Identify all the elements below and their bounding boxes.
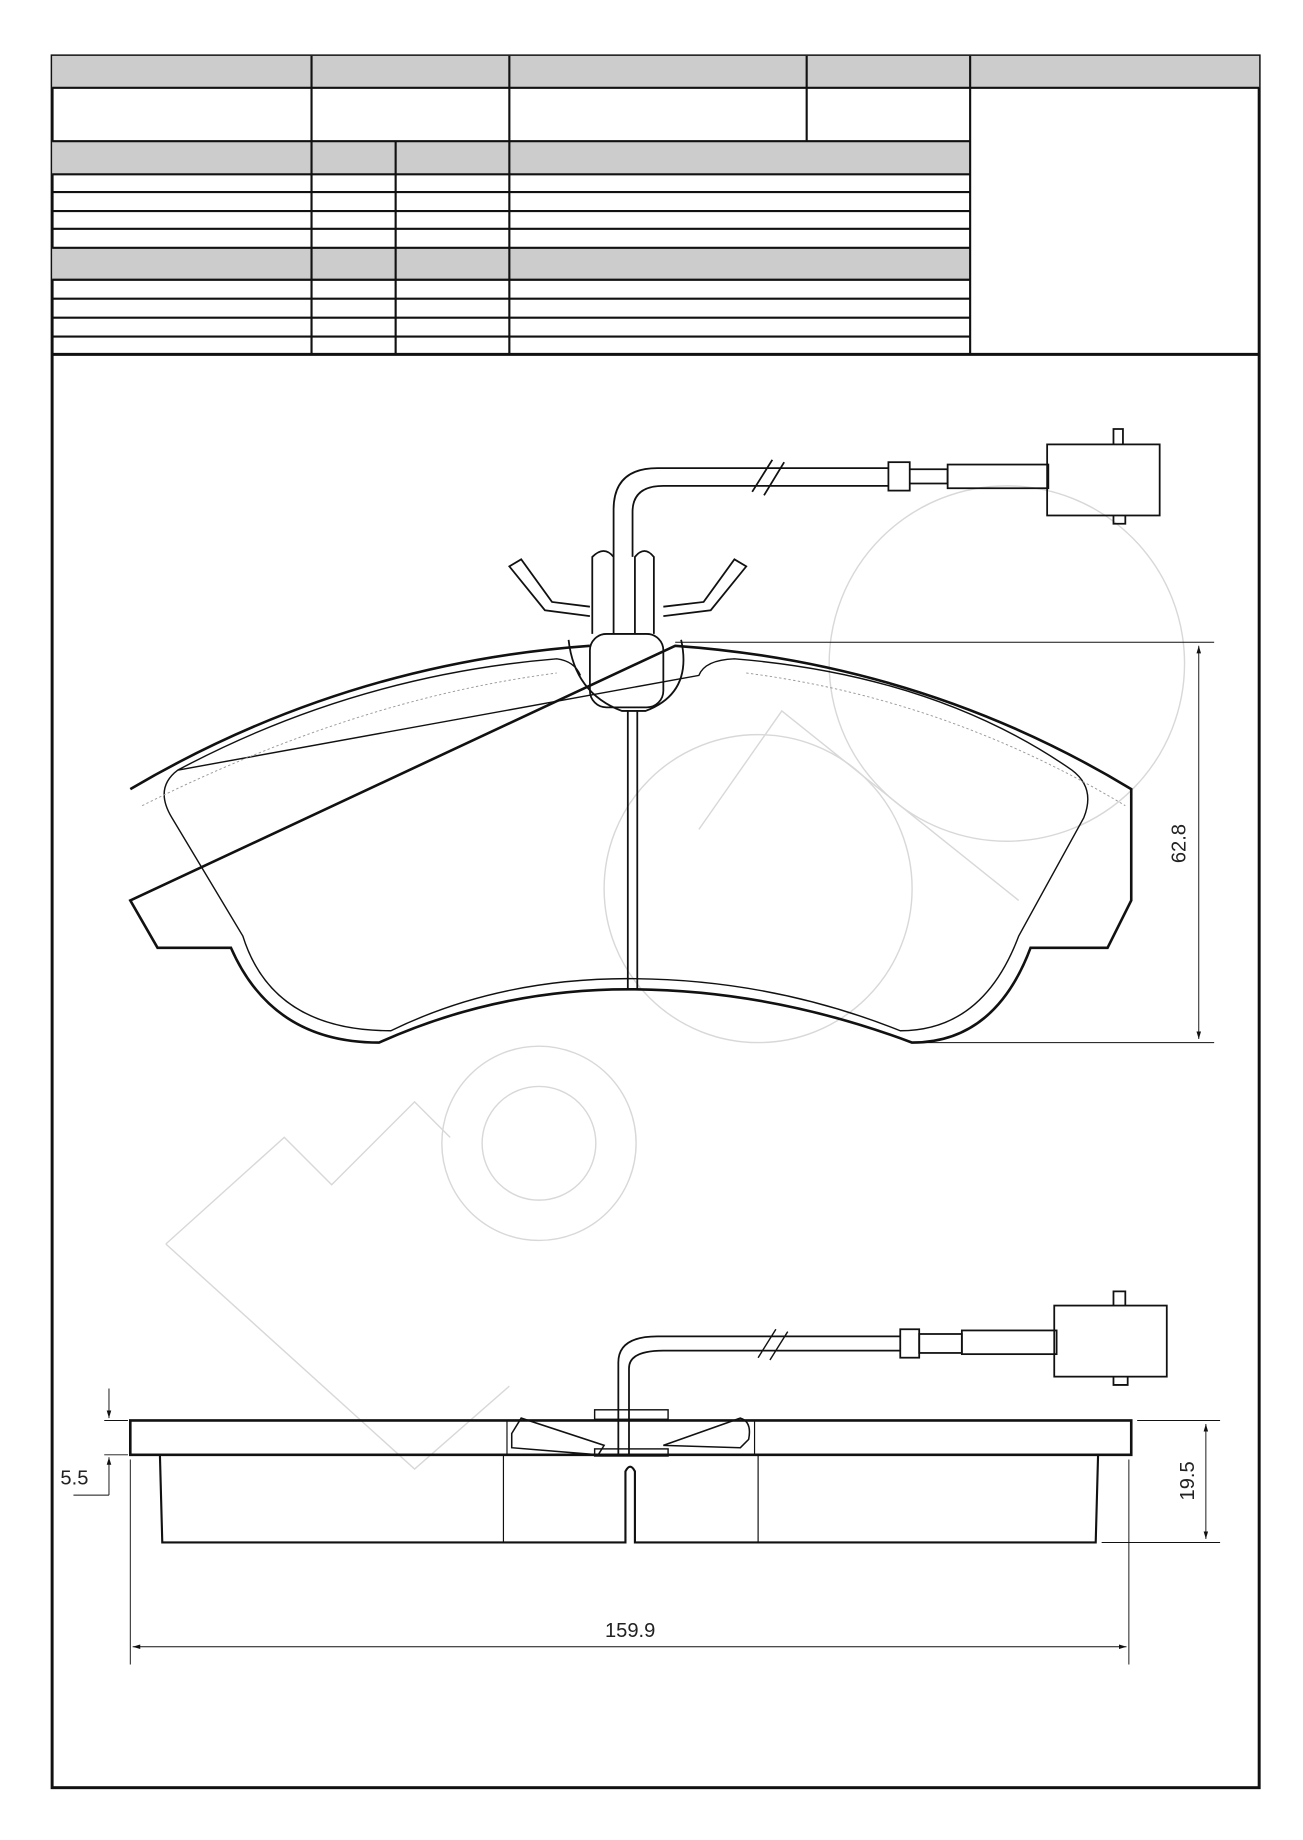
title-block [52, 55, 1260, 356]
dimension-plate-thickness-label: 5.5 [60, 1467, 88, 1489]
dimension-plate-thickness: 5.5 [60, 1388, 128, 1496]
dimension-width: 159.9 [129, 1459, 1130, 1665]
drawing-frame [50, 54, 1261, 1790]
dimension-height: 62.8 [675, 641, 1215, 1044]
dimension-height-label: 62.8 [1169, 824, 1191, 863]
dimension-width-label: 159.9 [605, 1620, 655, 1642]
brake-pad-side-view [128, 1290, 1168, 1544]
dimension-thickness-label: 19.5 [1177, 1461, 1199, 1500]
wear-sensor-front [508, 428, 1161, 712]
watermark-logo [165, 485, 1186, 1470]
brake-pad-front-view [128, 644, 1133, 1044]
dimension-thickness: 19.5 [1101, 1419, 1221, 1543]
